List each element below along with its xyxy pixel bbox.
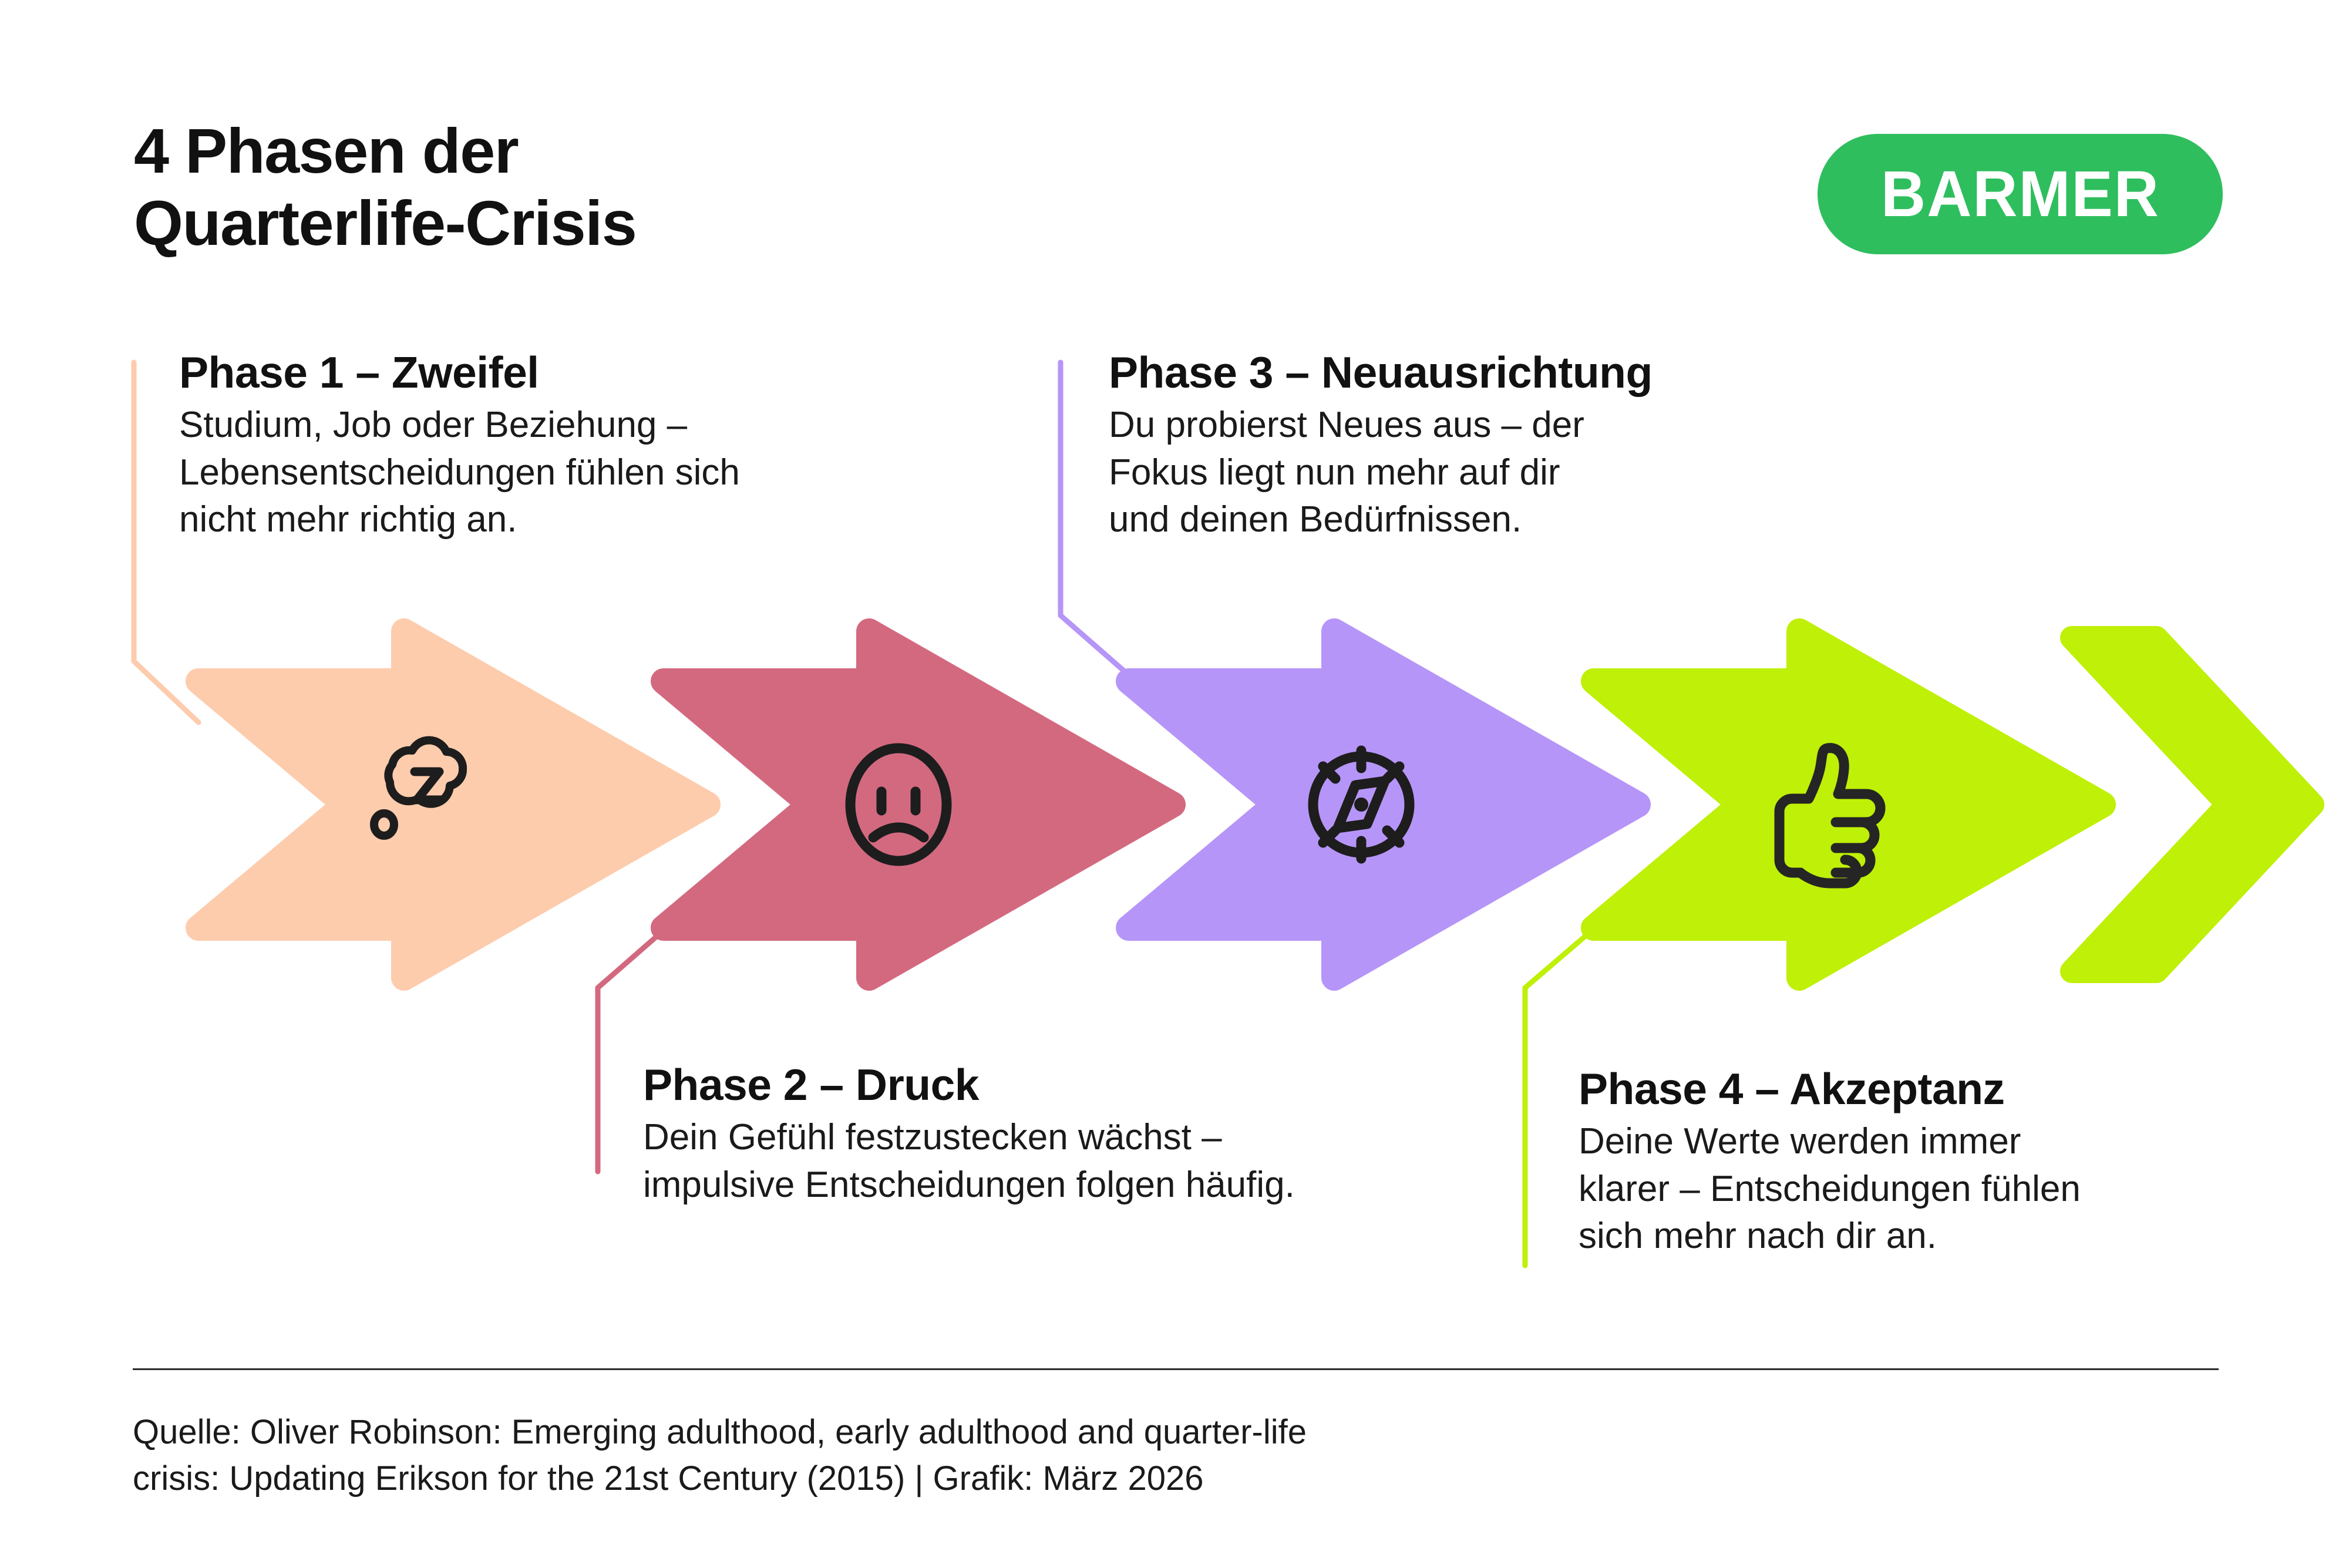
source-note: Quelle: Oliver Robinson: Emerging adulth… xyxy=(133,1413,1307,1498)
page-title: 4 Phasen der Quarterlife-Crisis xyxy=(134,115,637,259)
phase-block-1: Phase 1 – Zweifel Studium, Job oder Bezi… xyxy=(179,348,740,544)
sleep-thought-bubble-z-icon xyxy=(370,736,467,840)
phase-2-body: Dein Gefühl festzustecken wächst – impul… xyxy=(643,1117,1295,1205)
connector-phase-3 xyxy=(1058,359,1133,679)
barmer-logo-text: BARMER xyxy=(1880,158,2160,230)
phase-arrow-3[interactable] xyxy=(1116,618,1651,991)
arrow-shape-3 xyxy=(1116,618,1651,991)
phase-block-2: Phase 2 – Druck Dein Gefühl festzustecke… xyxy=(643,1060,1295,1209)
phase-4-body: Deine Werte werden immer klarer – Entsch… xyxy=(1579,1121,2081,1257)
arrow-shape-1 xyxy=(186,618,721,991)
arrow-shape-4 xyxy=(1581,618,2116,991)
trailing-chevron-shape xyxy=(2060,626,2324,983)
phase-4-heading: Phase 4 – Akzeptanz xyxy=(1579,1064,2005,1113)
phase-3-heading: Phase 3 – Neuausrichtung xyxy=(1109,348,1653,397)
phase-2-heading: Phase 2 – Druck xyxy=(643,1060,979,1109)
phase-1-heading: Phase 1 – Zweifel xyxy=(179,348,539,397)
compass-icon xyxy=(1308,745,1415,864)
phase-3-body: Du probierst Neues aus – der Fokus liegt… xyxy=(1109,405,1584,540)
phase-arrow-4[interactable] xyxy=(1581,618,2116,991)
phase-block-4: Phase 4 – Akzeptanz Deine Werte werden i… xyxy=(1579,1064,2081,1260)
connector-phase-1 xyxy=(131,359,201,725)
barmer-logo: BARMER xyxy=(1818,134,2223,254)
trailing-chevron xyxy=(2060,626,2324,983)
sad-face-icon xyxy=(845,743,952,866)
thumbs-up-icon xyxy=(1774,743,1886,889)
phase-arrow-2[interactable] xyxy=(651,618,1186,991)
footer-divider xyxy=(133,1368,2219,1370)
phase-arrow-1[interactable] xyxy=(186,618,721,991)
phase-1-body: Studium, Job oder Beziehung – Lebensents… xyxy=(179,405,740,540)
phase-block-3: Phase 3 – Neuausrichtung Du probierst Ne… xyxy=(1109,348,1653,544)
